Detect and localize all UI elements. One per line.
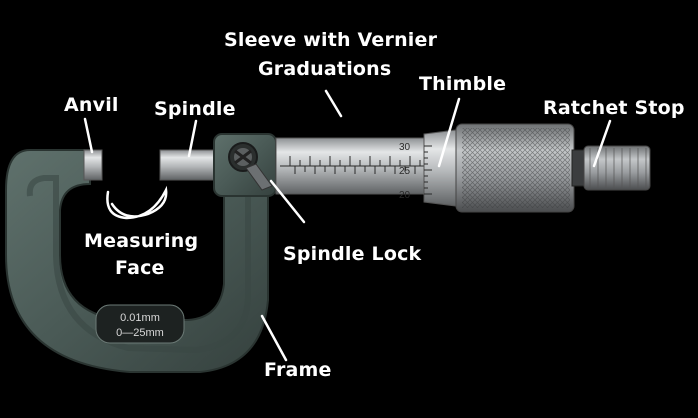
label-anvil: Anvil xyxy=(64,94,119,116)
ratchet-stop[interactable] xyxy=(571,145,651,191)
label-spindle-lock: Spindle Lock xyxy=(283,243,422,265)
frame xyxy=(5,149,269,373)
frame-plate-range: 0—25mm xyxy=(116,327,164,339)
sleeve-graduations xyxy=(289,156,421,174)
thimble-scale-20: 20 xyxy=(399,190,411,201)
label-measuring-line1: Measuring xyxy=(84,230,199,252)
label-thimble: Thimble xyxy=(419,73,507,95)
label-spindle: Spindle xyxy=(154,98,236,120)
thimble-scale-25: 25 xyxy=(399,166,411,177)
label-sleeve-line1: Sleeve with Vernier xyxy=(224,29,438,51)
leader-lines xyxy=(83,89,612,362)
label-sleeve-line2: Graduations xyxy=(258,58,392,80)
frame-plate xyxy=(95,304,185,344)
label-measuring-line2: Face xyxy=(115,257,165,279)
thimble[interactable] xyxy=(423,123,575,213)
thimble-scale-30: 30 xyxy=(399,142,411,153)
anvil xyxy=(83,149,103,181)
measuring-face-highlight xyxy=(106,185,168,220)
spindle-lock[interactable] xyxy=(228,142,273,191)
frame-plate-resolution: 0.01mm xyxy=(120,312,160,324)
label-ratchet-stop: Ratchet Stop xyxy=(543,97,685,119)
label-frame: Frame xyxy=(264,359,332,381)
